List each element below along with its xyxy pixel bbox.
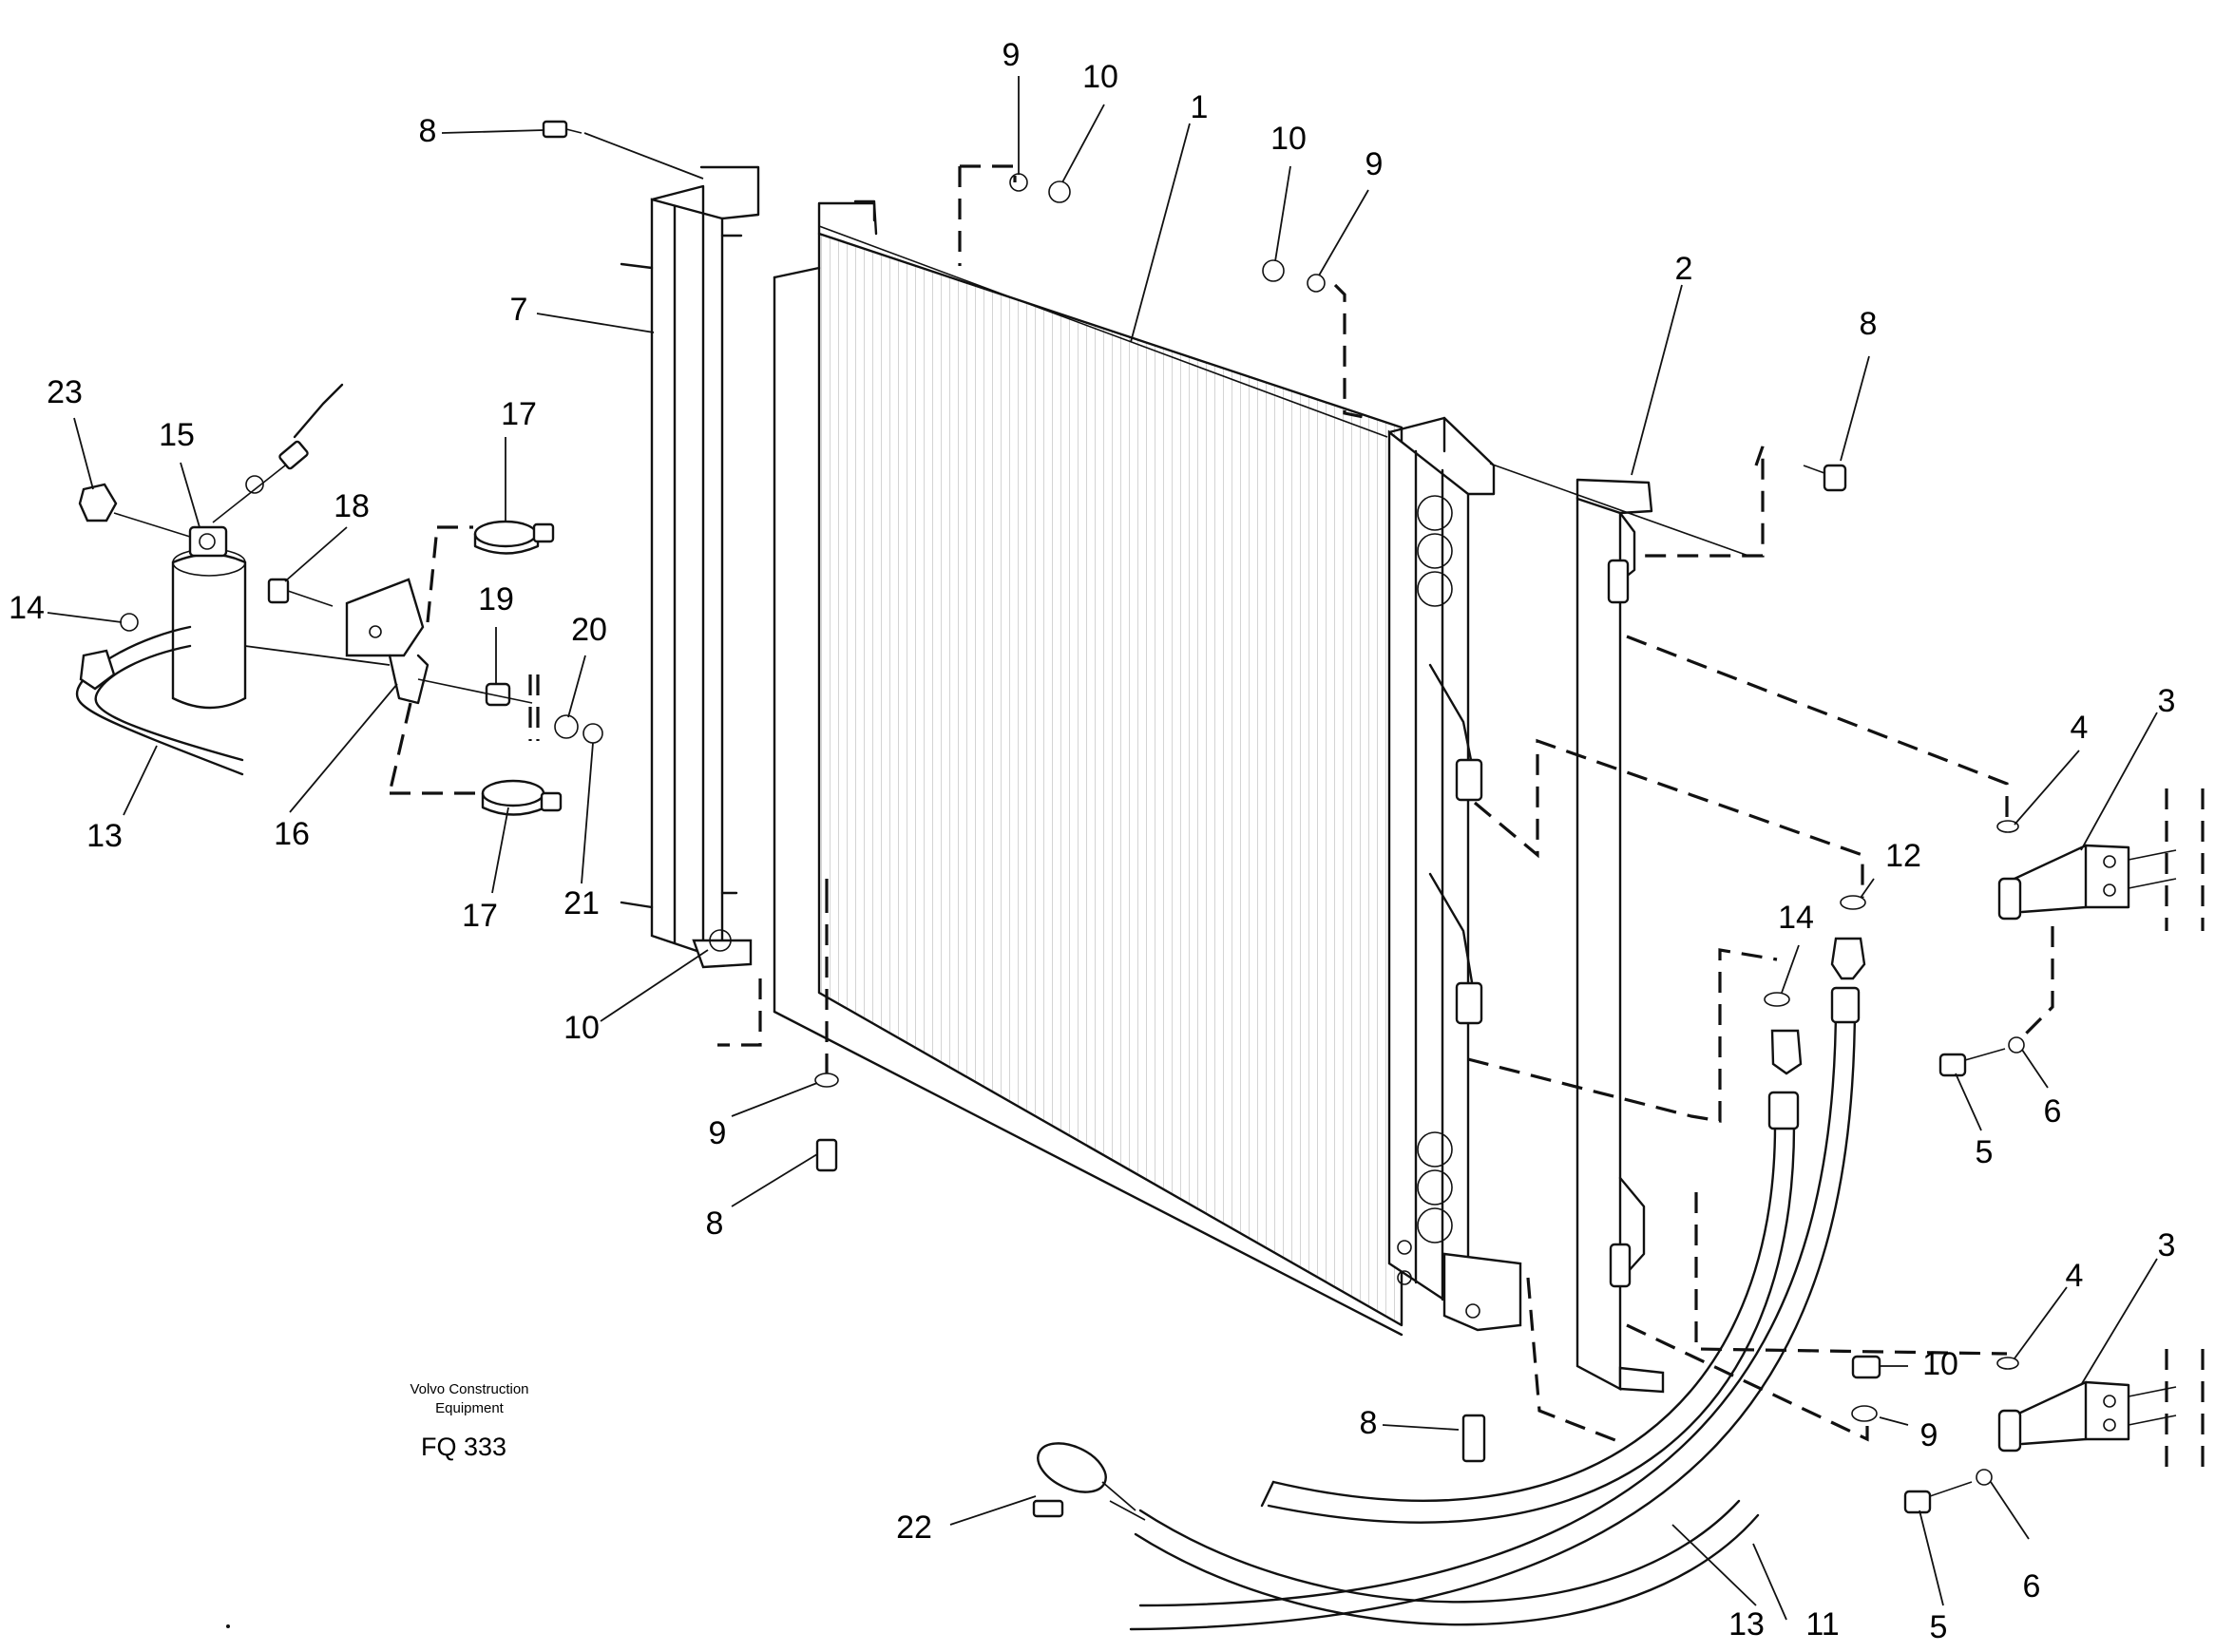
side-bracket	[1575, 478, 1665, 1394]
clamp-lower-17	[481, 779, 563, 816]
clamp-upper-17	[473, 520, 555, 555]
hose-clamp-22	[1032, 1442, 1136, 1518]
hose-22-left	[1134, 1499, 1760, 1626]
mounting-bracket-upper	[1997, 788, 2205, 931]
callout-9-top-left: 9	[1002, 37, 1021, 73]
callout-5-lower: 5	[1930, 1609, 1948, 1645]
callout-10-top-left: 10	[1082, 59, 1118, 95]
bracket-16	[345, 525, 480, 795]
callout-13-left: 13	[86, 818, 123, 854]
callout-6-lower: 6	[2023, 1568, 2041, 1605]
callout-8-top-left: 8	[419, 113, 437, 149]
drier-hose-13	[75, 625, 244, 776]
callout-6-upper: 6	[2044, 1093, 2062, 1130]
callout-10-bottom-right: 10	[1922, 1346, 1958, 1382]
callout-8-bottom-left: 8	[706, 1206, 724, 1242]
receiver-drier	[171, 525, 391, 710]
callout-20: 20	[571, 612, 607, 648]
callout-14-right: 14	[1778, 900, 1814, 936]
callout-2: 2	[1675, 251, 1693, 287]
callout-5-upper: 5	[1976, 1134, 1994, 1170]
callout-23: 23	[47, 374, 83, 410]
fasteners	[267, 120, 2025, 1514]
callout-15: 15	[159, 417, 195, 453]
callout-12: 12	[1885, 838, 1921, 874]
callout-9-bottom-left: 9	[709, 1115, 727, 1151]
callout-14-left: 14	[9, 590, 45, 626]
callout-18: 18	[334, 488, 370, 524]
company-name-line2: Equipment	[435, 1400, 505, 1416]
company-name-line1: Volvo Construction	[410, 1381, 528, 1397]
leader-lines	[47, 76, 2158, 1621]
drawing-code: FQ 333	[421, 1433, 506, 1461]
drawing-caption: Volvo Construction Equipment FQ 333	[410, 1381, 528, 1461]
hose-11	[1129, 937, 1866, 1631]
callout-7: 7	[510, 292, 528, 328]
callout-8-top-right: 8	[1860, 306, 1878, 342]
callout-4-lower: 4	[2066, 1258, 2084, 1294]
callout-1: 1	[1191, 89, 1209, 125]
right-side-frame	[1387, 416, 1522, 1332]
callout-11: 11	[1805, 1606, 1839, 1643]
callout-9-bottom-right: 9	[1920, 1417, 1938, 1453]
callout-13-right: 13	[1728, 1606, 1765, 1643]
left-side-frame	[620, 165, 760, 969]
callout-labels: 1 2 3 3 4 4 5 5 6 6 7 8 8 8 8 9 9 9 9 10…	[9, 37, 2175, 1645]
callout-4-upper: 4	[2071, 710, 2089, 746]
callout-3-upper: 3	[2158, 683, 2176, 719]
callout-9-top-right: 9	[1365, 146, 1384, 182]
callout-10-bottom-left: 10	[563, 1010, 600, 1046]
callout-21: 21	[563, 885, 600, 921]
callout-3-lower: 3	[2158, 1227, 2176, 1263]
callout-8-bottom-center: 8	[1360, 1405, 1378, 1441]
stray-dot	[226, 1624, 230, 1628]
callout-17-lower: 17	[462, 898, 498, 934]
callout-10-top-right: 10	[1270, 121, 1307, 157]
callout-17-upper: 17	[501, 396, 537, 432]
callout-19: 19	[478, 581, 514, 617]
condenser-core	[773, 199, 1403, 1337]
mounting-bracket-lower	[1997, 1349, 2205, 1472]
drier-fittings	[78, 383, 344, 632]
assembly-lines	[717, 164, 2054, 1521]
hose-13-right	[1260, 1029, 1803, 1524]
callout-16: 16	[274, 816, 310, 852]
callout-22: 22	[896, 1510, 932, 1546]
